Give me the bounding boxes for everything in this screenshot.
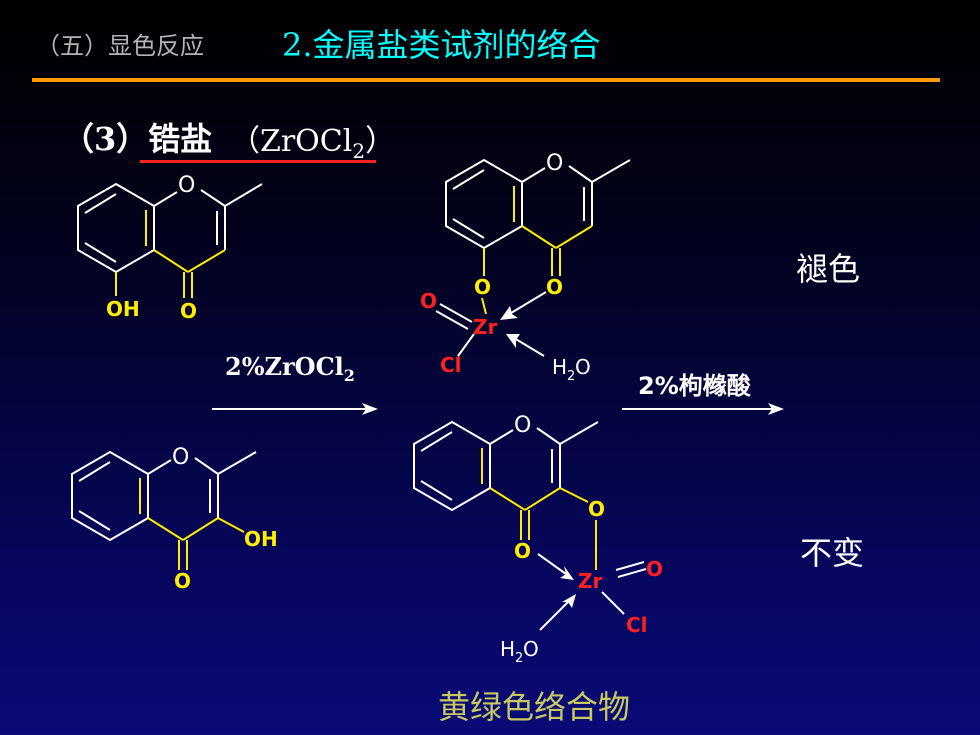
reagent-zrocl2: 2%ZrOCl2: [225, 352, 355, 385]
reaction-arrow-1: [212, 403, 378, 415]
formula-main: （ZrOCl: [230, 124, 353, 159]
complex-caption: 黄绿色络合物: [438, 688, 631, 726]
subheading-underline: [140, 160, 376, 163]
structure-zr-complex-3: O O O Zr O Cl H 2 O: [413, 413, 663, 666]
atom-zr: Zr: [578, 569, 603, 593]
atom-h: H: [552, 355, 567, 379]
atom-o: O: [646, 557, 663, 581]
water-label: H 2 O: [552, 355, 591, 384]
atom-o: O: [514, 413, 531, 438]
atom-o: O: [172, 445, 189, 470]
structure-zr-complex-5: O O O O Zr Cl H 2 O: [420, 151, 631, 384]
atom-o: O: [178, 173, 195, 198]
reagent-zrocl2-main: 2%ZrOCl: [225, 352, 344, 381]
atom-o: O: [420, 289, 437, 313]
formula-end: ）: [365, 124, 396, 159]
atom-o: O: [588, 497, 605, 521]
subheading-formula: （ZrOCl2）: [230, 116, 395, 163]
reagent-zrocl2-sub: 2: [343, 365, 355, 385]
atom-oh: OH: [106, 297, 140, 321]
atom-o: O: [514, 539, 531, 563]
result-unchanged: 不变: [800, 534, 865, 572]
atom-cl: Cl: [626, 613, 648, 637]
formula-sub: 2: [352, 139, 366, 163]
atom-cl: Cl: [440, 353, 462, 377]
result-fade: 褪色: [796, 250, 861, 288]
reaction-arrow-2: [622, 403, 784, 415]
header-rule: [32, 78, 940, 82]
water-subscript: 2: [567, 369, 575, 384]
atom-h: H: [500, 637, 515, 661]
atom-o: O: [575, 355, 591, 379]
atom-oh: OH: [244, 527, 278, 551]
atom-o: O: [546, 275, 563, 299]
atom-zr: Zr: [473, 315, 498, 339]
structure-5-hydroxychromone: O OH O: [77, 173, 263, 323]
water-subscript: 2: [515, 651, 523, 666]
atom-o: O: [523, 637, 539, 661]
reagent-citric-acid: 2%枸橼酸: [638, 372, 751, 400]
structure-3-hydroxychromone: O OH O: [71, 445, 278, 593]
slide-title: 2.金属盐类试剂的络合: [282, 26, 601, 64]
subheading-label: （3）锆盐: [62, 120, 213, 158]
atom-o: O: [474, 275, 491, 299]
water-label: H 2 O: [500, 637, 539, 666]
section-label: （五）显色反应: [36, 32, 204, 60]
atom-o: O: [546, 151, 563, 176]
atom-o: O: [180, 299, 197, 323]
atom-o: O: [174, 569, 191, 593]
